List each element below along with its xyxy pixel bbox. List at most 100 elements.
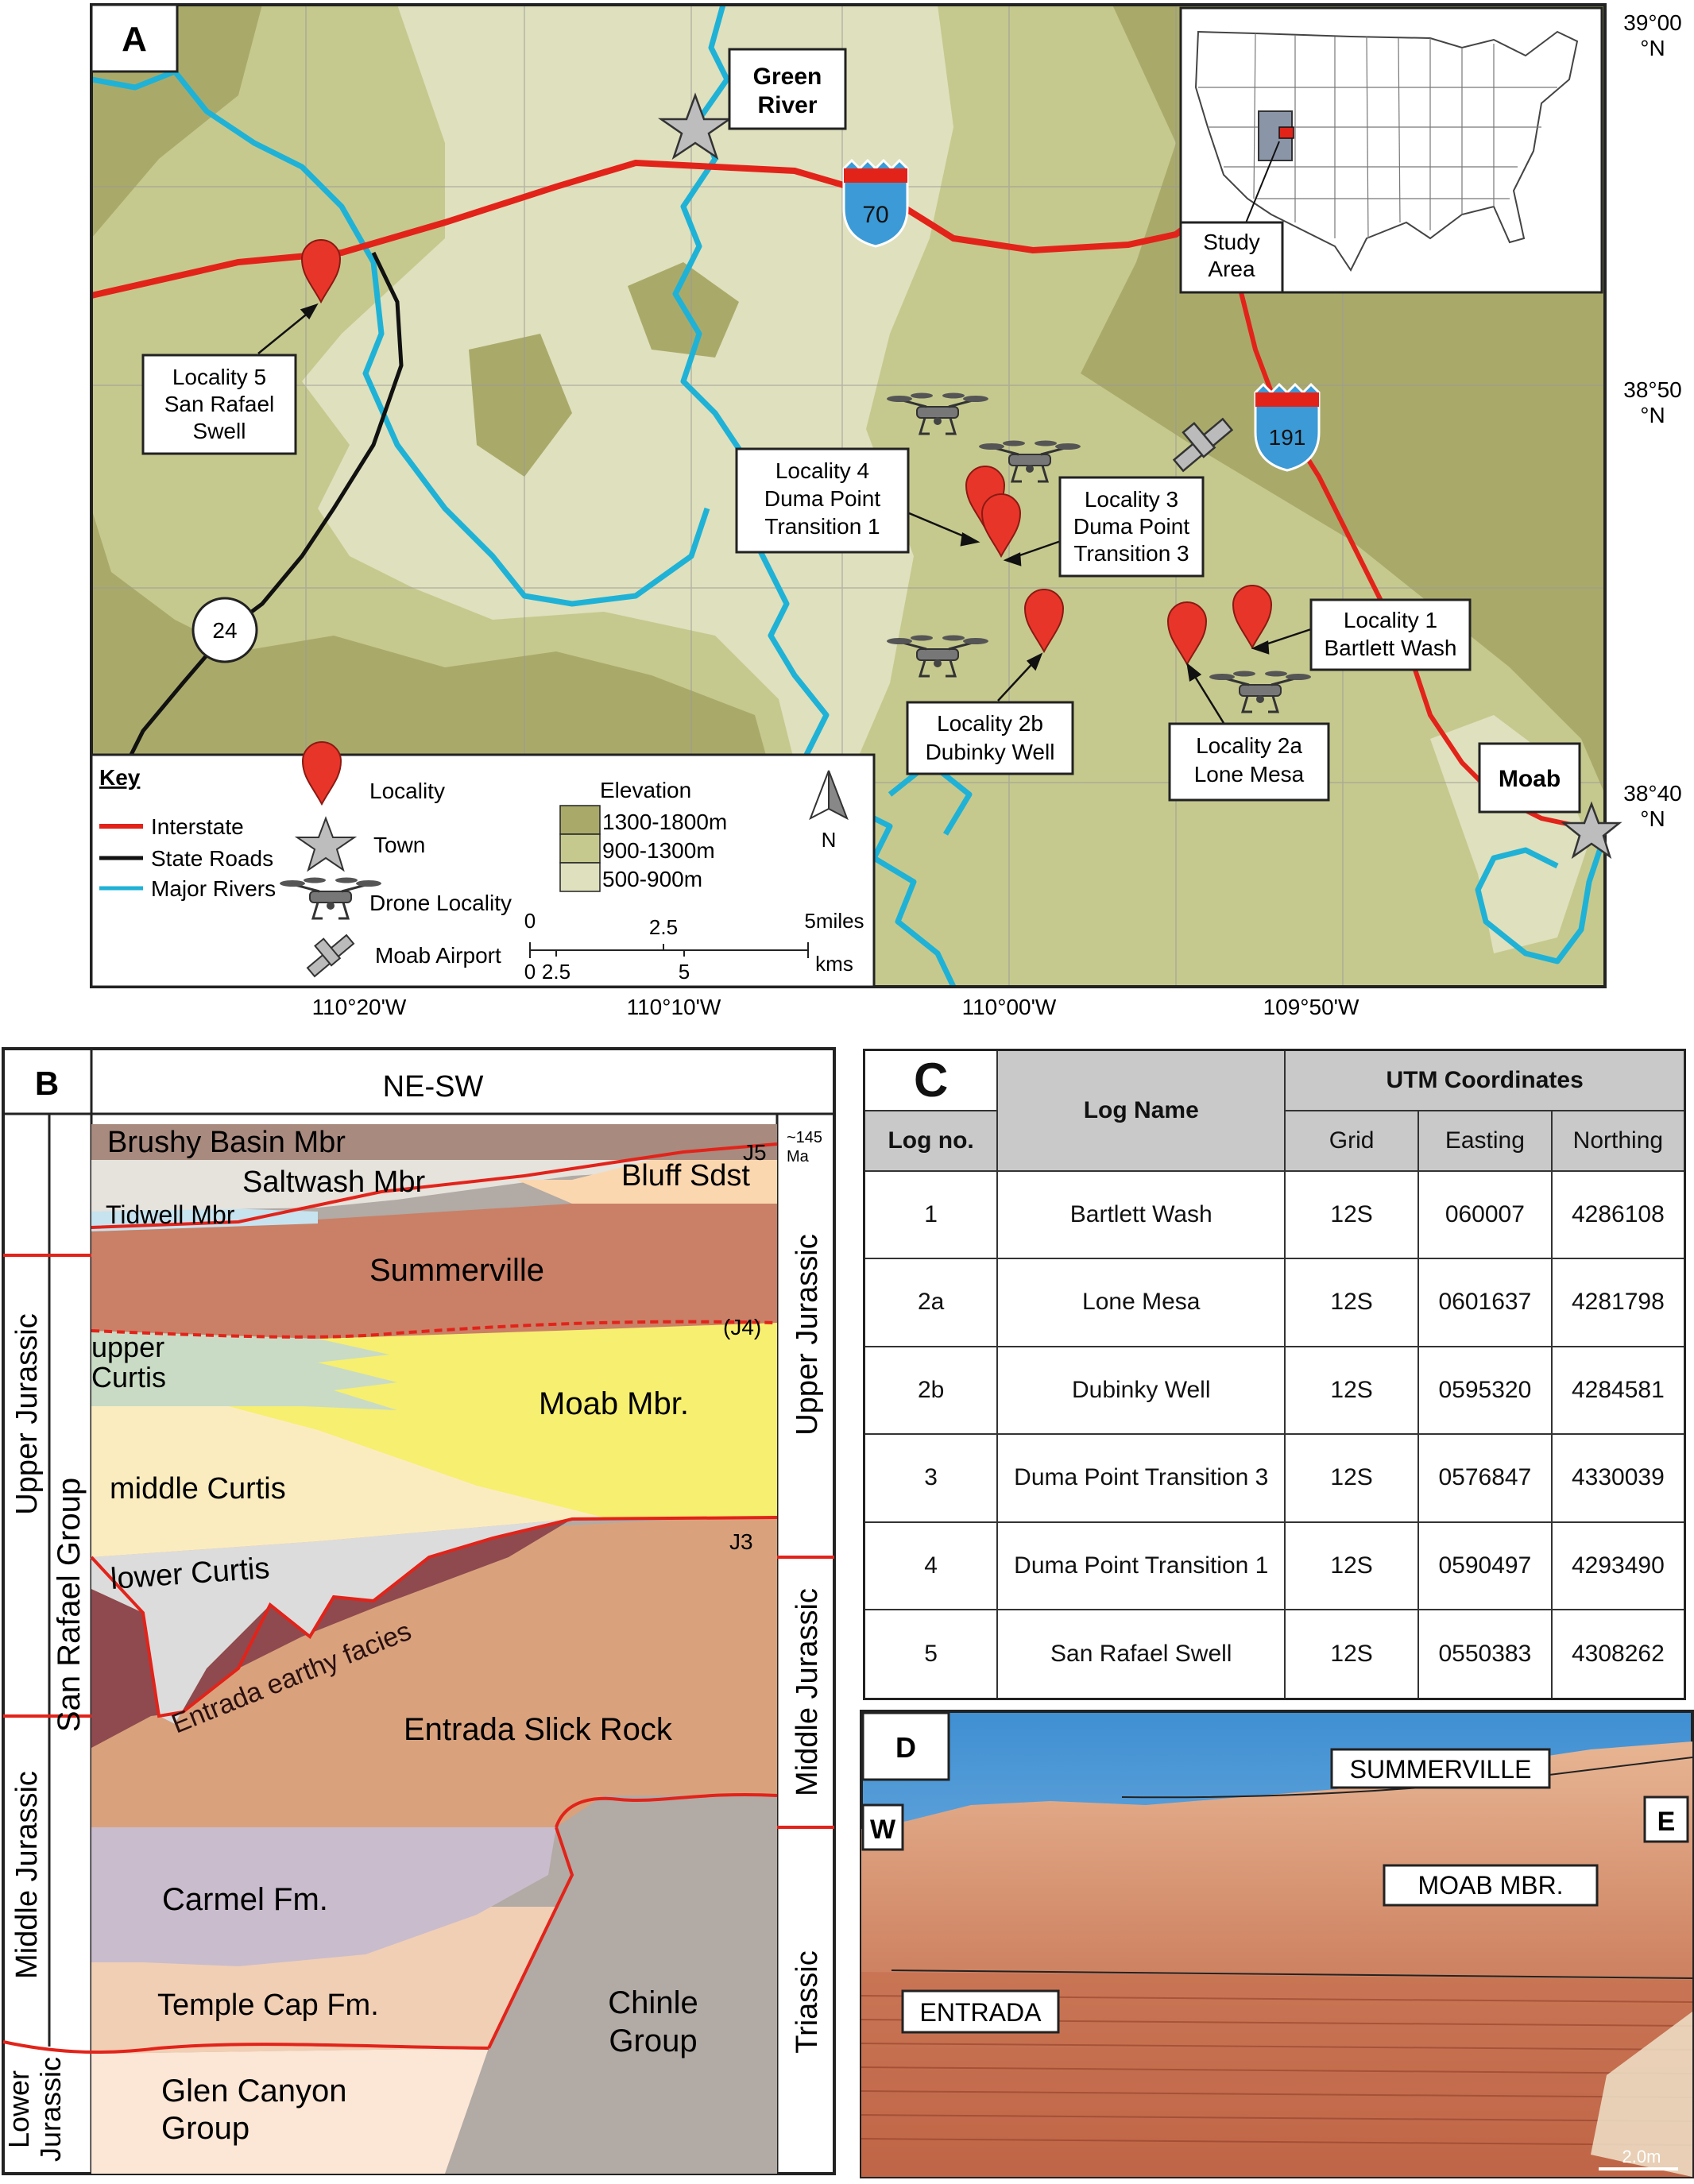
unit-middle-curtis: middle Curtis <box>110 1472 286 1506</box>
svg-text:Swell: Swell <box>193 419 246 443</box>
svg-text:Duma Point: Duma Point <box>1073 514 1190 539</box>
saltwash-layer <box>91 1144 777 1212</box>
panel-d-photo: D W E SUMMERVILLE MOAB MBR. ENTRADA 2.0m <box>860 1710 1694 2178</box>
surface-age-1: ~145 <box>787 1129 822 1146</box>
study-area-label-2: Area <box>1208 257 1255 281</box>
study-area-marker <box>1278 126 1294 139</box>
lat-label-38-40: 38°40 <box>1623 781 1682 806</box>
left-age-middle-jurassic: Middle Jurassic <box>10 1771 44 1979</box>
svg-text:Locality: Locality <box>369 779 445 803</box>
table-row: 3 Duma Point Transition 3 12S 0576847 43… <box>863 1433 1686 1523</box>
green-river-town-label-2: River <box>757 92 817 118</box>
svg-text:Locality 3: Locality 3 <box>1085 487 1178 512</box>
surface-age-2: Ma <box>787 1148 810 1165</box>
san-rafael-river <box>91 68 710 607</box>
svg-text:70: 70 <box>862 202 888 228</box>
svg-text:0: 0 <box>524 960 536 984</box>
moab-town-icon <box>1561 801 1622 860</box>
summerville-layer <box>91 1200 777 1339</box>
locality-2a-label: Locality 2a Lone Mesa <box>1168 722 1330 802</box>
svg-text:Locality 4: Locality 4 <box>775 458 869 483</box>
unit-chinle-2: Group <box>609 2024 697 2058</box>
elevation-high-patch <box>469 334 572 477</box>
lower-curtis-layer <box>91 1519 572 1724</box>
unit-moab: Moab Mbr. <box>539 1386 689 1421</box>
northing-header: Northing <box>1550 1109 1686 1172</box>
i70-shield: 70 <box>842 158 909 248</box>
unit-upper-curtis-2: Curtis <box>91 1361 166 1394</box>
lon-label-110-10: 110°10'W <box>627 995 721 1019</box>
lat-label-39-00-dir: °N <box>1640 36 1665 60</box>
elevation-low-area <box>302 5 953 794</box>
green-river-town-label-1: Green <box>753 64 822 90</box>
svg-text:Locality 2a: Locality 2a <box>1196 733 1302 758</box>
table-row: 2a Lone Mesa 12S 0601637 4281798 <box>863 1258 1686 1347</box>
upper-curtis-layer <box>91 1331 397 1410</box>
unit-chinle-1: Chinle <box>608 1985 698 2020</box>
svg-text:Locality 1: Locality 1 <box>1344 608 1437 632</box>
panel-c-label: C <box>863 1049 999 1111</box>
svg-text:Locality 5: Locality 5 <box>172 365 266 389</box>
locality-5-label: Locality 5 San Rafael Swell <box>141 354 297 455</box>
svg-text:Transition 3: Transition 3 <box>1073 541 1189 566</box>
svg-text:Moab Airport: Moab Airport <box>375 943 501 968</box>
right-age-upper-jurassic: Upper Jurassic <box>791 1234 824 1435</box>
svg-text:Dubinky Well: Dubinky Well <box>926 740 1055 764</box>
colorado-river <box>1475 833 1605 964</box>
svg-text:500-900m: 500-900m <box>602 867 702 891</box>
right-age-triassic: Triassic <box>791 1950 824 2053</box>
unit-entrada-slick: Entrada Slick Rock <box>404 1712 673 1747</box>
left-age-upper-jurassic: Upper Jurassic <box>10 1313 44 1514</box>
locality-2b-label: Locality 2b Dubinky Well <box>906 701 1074 775</box>
left-age-lower-jurassic-1: Lower <box>2 2070 35 2148</box>
east-label: E <box>1657 1807 1676 1837</box>
unit-temple-cap: Temple Cap Fm. <box>157 1989 379 2022</box>
grid-header: Grid <box>1284 1109 1419 1172</box>
state-road-24 <box>117 251 404 780</box>
panel-a-map: A Green River Moab 70 191 24 <box>90 3 1682 1019</box>
lat-label-38-50-dir: °N <box>1640 403 1665 427</box>
lat-label-39-00: 39°00 <box>1623 10 1682 35</box>
table-row: 1 Bartlett Wash 12S 060007 4286108 <box>863 1169 1686 1260</box>
svg-text:Major Rivers: Major Rivers <box>151 876 276 901</box>
svg-text:Elevation: Elevation <box>600 778 691 802</box>
svg-text:State Roads: State Roads <box>151 846 273 871</box>
table-row: 5 San Rafael Swell 12S 0550383 4308262 <box>863 1609 1686 1700</box>
svg-text:Drone Locality: Drone Locality <box>369 891 512 915</box>
panel-d-label: D <box>895 1731 916 1764</box>
photo-scale-label: 2.0m <box>1622 2147 1661 2167</box>
svg-text:5miles: 5miles <box>804 909 864 933</box>
unit-upper-curtis-1: upper <box>91 1331 164 1363</box>
svg-text:Key: Key <box>99 765 141 790</box>
panel-c-utm-table: C Log Name UTM Coordinates Log no. Grid … <box>863 1049 1686 1700</box>
moab-mbr-label: MOAB MBR. <box>1417 1871 1563 1900</box>
key-town-icon <box>294 816 358 872</box>
contact-line <box>891 1969 1693 1979</box>
unit-glen-canyon-1: Glen Canyon <box>161 2074 346 2109</box>
west-label: W <box>870 1815 896 1845</box>
svg-text:5: 5 <box>679 960 690 984</box>
unit-tidwell: Tidwell Mbr <box>106 1200 235 1229</box>
locality-4-label: Locality 4 Duma Point Transition 1 <box>735 447 910 554</box>
lon-label-109-50: 109°50'W <box>1263 995 1359 1019</box>
locality-1-label: Locality 1 Bartlett Wash <box>1309 598 1472 671</box>
unit-saltwash: Saltwash Mbr <box>242 1165 426 1199</box>
river-sw <box>888 760 973 836</box>
study-area-label-1: Study <box>1203 230 1260 254</box>
key-airport-icon <box>306 934 355 978</box>
entrada-earthy-layer <box>91 1519 572 1748</box>
lon-label-110-00: 110°00'W <box>962 995 1057 1019</box>
unit-summerville: Summerville <box>369 1253 544 1288</box>
summerville-label: SUMMERVILLE <box>1350 1755 1532 1784</box>
locality-arrows <box>257 303 1312 724</box>
section-header: NE-SW <box>383 1070 484 1104</box>
svg-text:900-1300m: 900-1300m <box>602 838 715 863</box>
svg-text:Duma Point: Duma Point <box>764 486 881 511</box>
us-inset-map: Study Area <box>1179 6 1603 294</box>
unit-glen-canyon-2: Group <box>161 2111 249 2146</box>
unit-bluff: Bluff Sdst <box>621 1159 750 1193</box>
group-label: San Rafael Group <box>52 1478 87 1732</box>
entrada-label: ENTRADA <box>920 1998 1042 2027</box>
lat-label-38-50: 38°50 <box>1623 377 1682 402</box>
unit-carmel: Carmel Fm. <box>162 1882 328 1917</box>
